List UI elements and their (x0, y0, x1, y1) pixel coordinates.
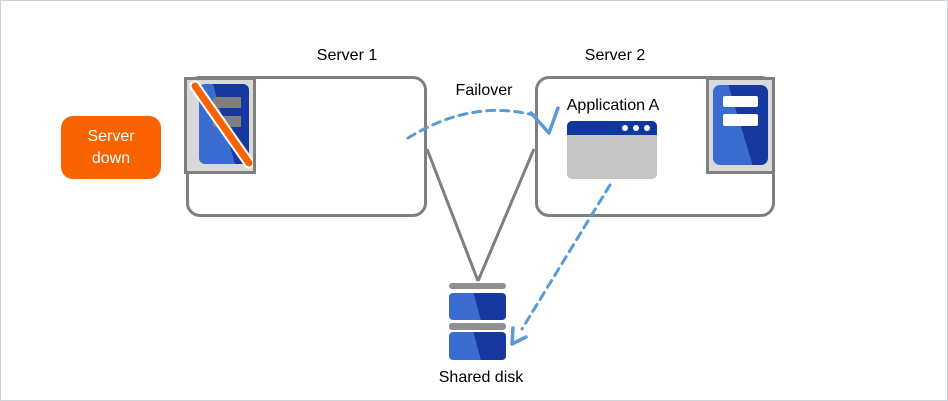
server1-label: Server 1 (316, 47, 378, 64)
app-window-icon (567, 121, 657, 179)
window-dot (633, 125, 639, 131)
server2-disk-line (476, 148, 536, 282)
disk-mid-bar (449, 323, 506, 330)
window-dot (644, 125, 650, 131)
application-label: Application A (566, 97, 660, 114)
server1-icon-frame (184, 77, 256, 174)
window-dot (622, 125, 628, 131)
shared-disk-label: Shared disk (438, 369, 524, 386)
disk-platter (449, 293, 506, 320)
app-disk-arrowhead-icon (510, 326, 528, 346)
server-down-badge: Server down (61, 116, 161, 179)
disk-top-bar (449, 283, 506, 289)
server2-label: Server 2 (584, 47, 646, 64)
server-icon (709, 80, 772, 171)
disk-stack-icon (449, 283, 506, 360)
failover-arc (406, 108, 539, 140)
server2-icon-frame (706, 77, 775, 174)
server1-disk-line (425, 148, 480, 282)
failover-label: Failover (455, 82, 513, 99)
app-window-titlebar (567, 121, 657, 135)
server-crossed-icon (187, 80, 253, 171)
disk-platter (449, 332, 506, 360)
